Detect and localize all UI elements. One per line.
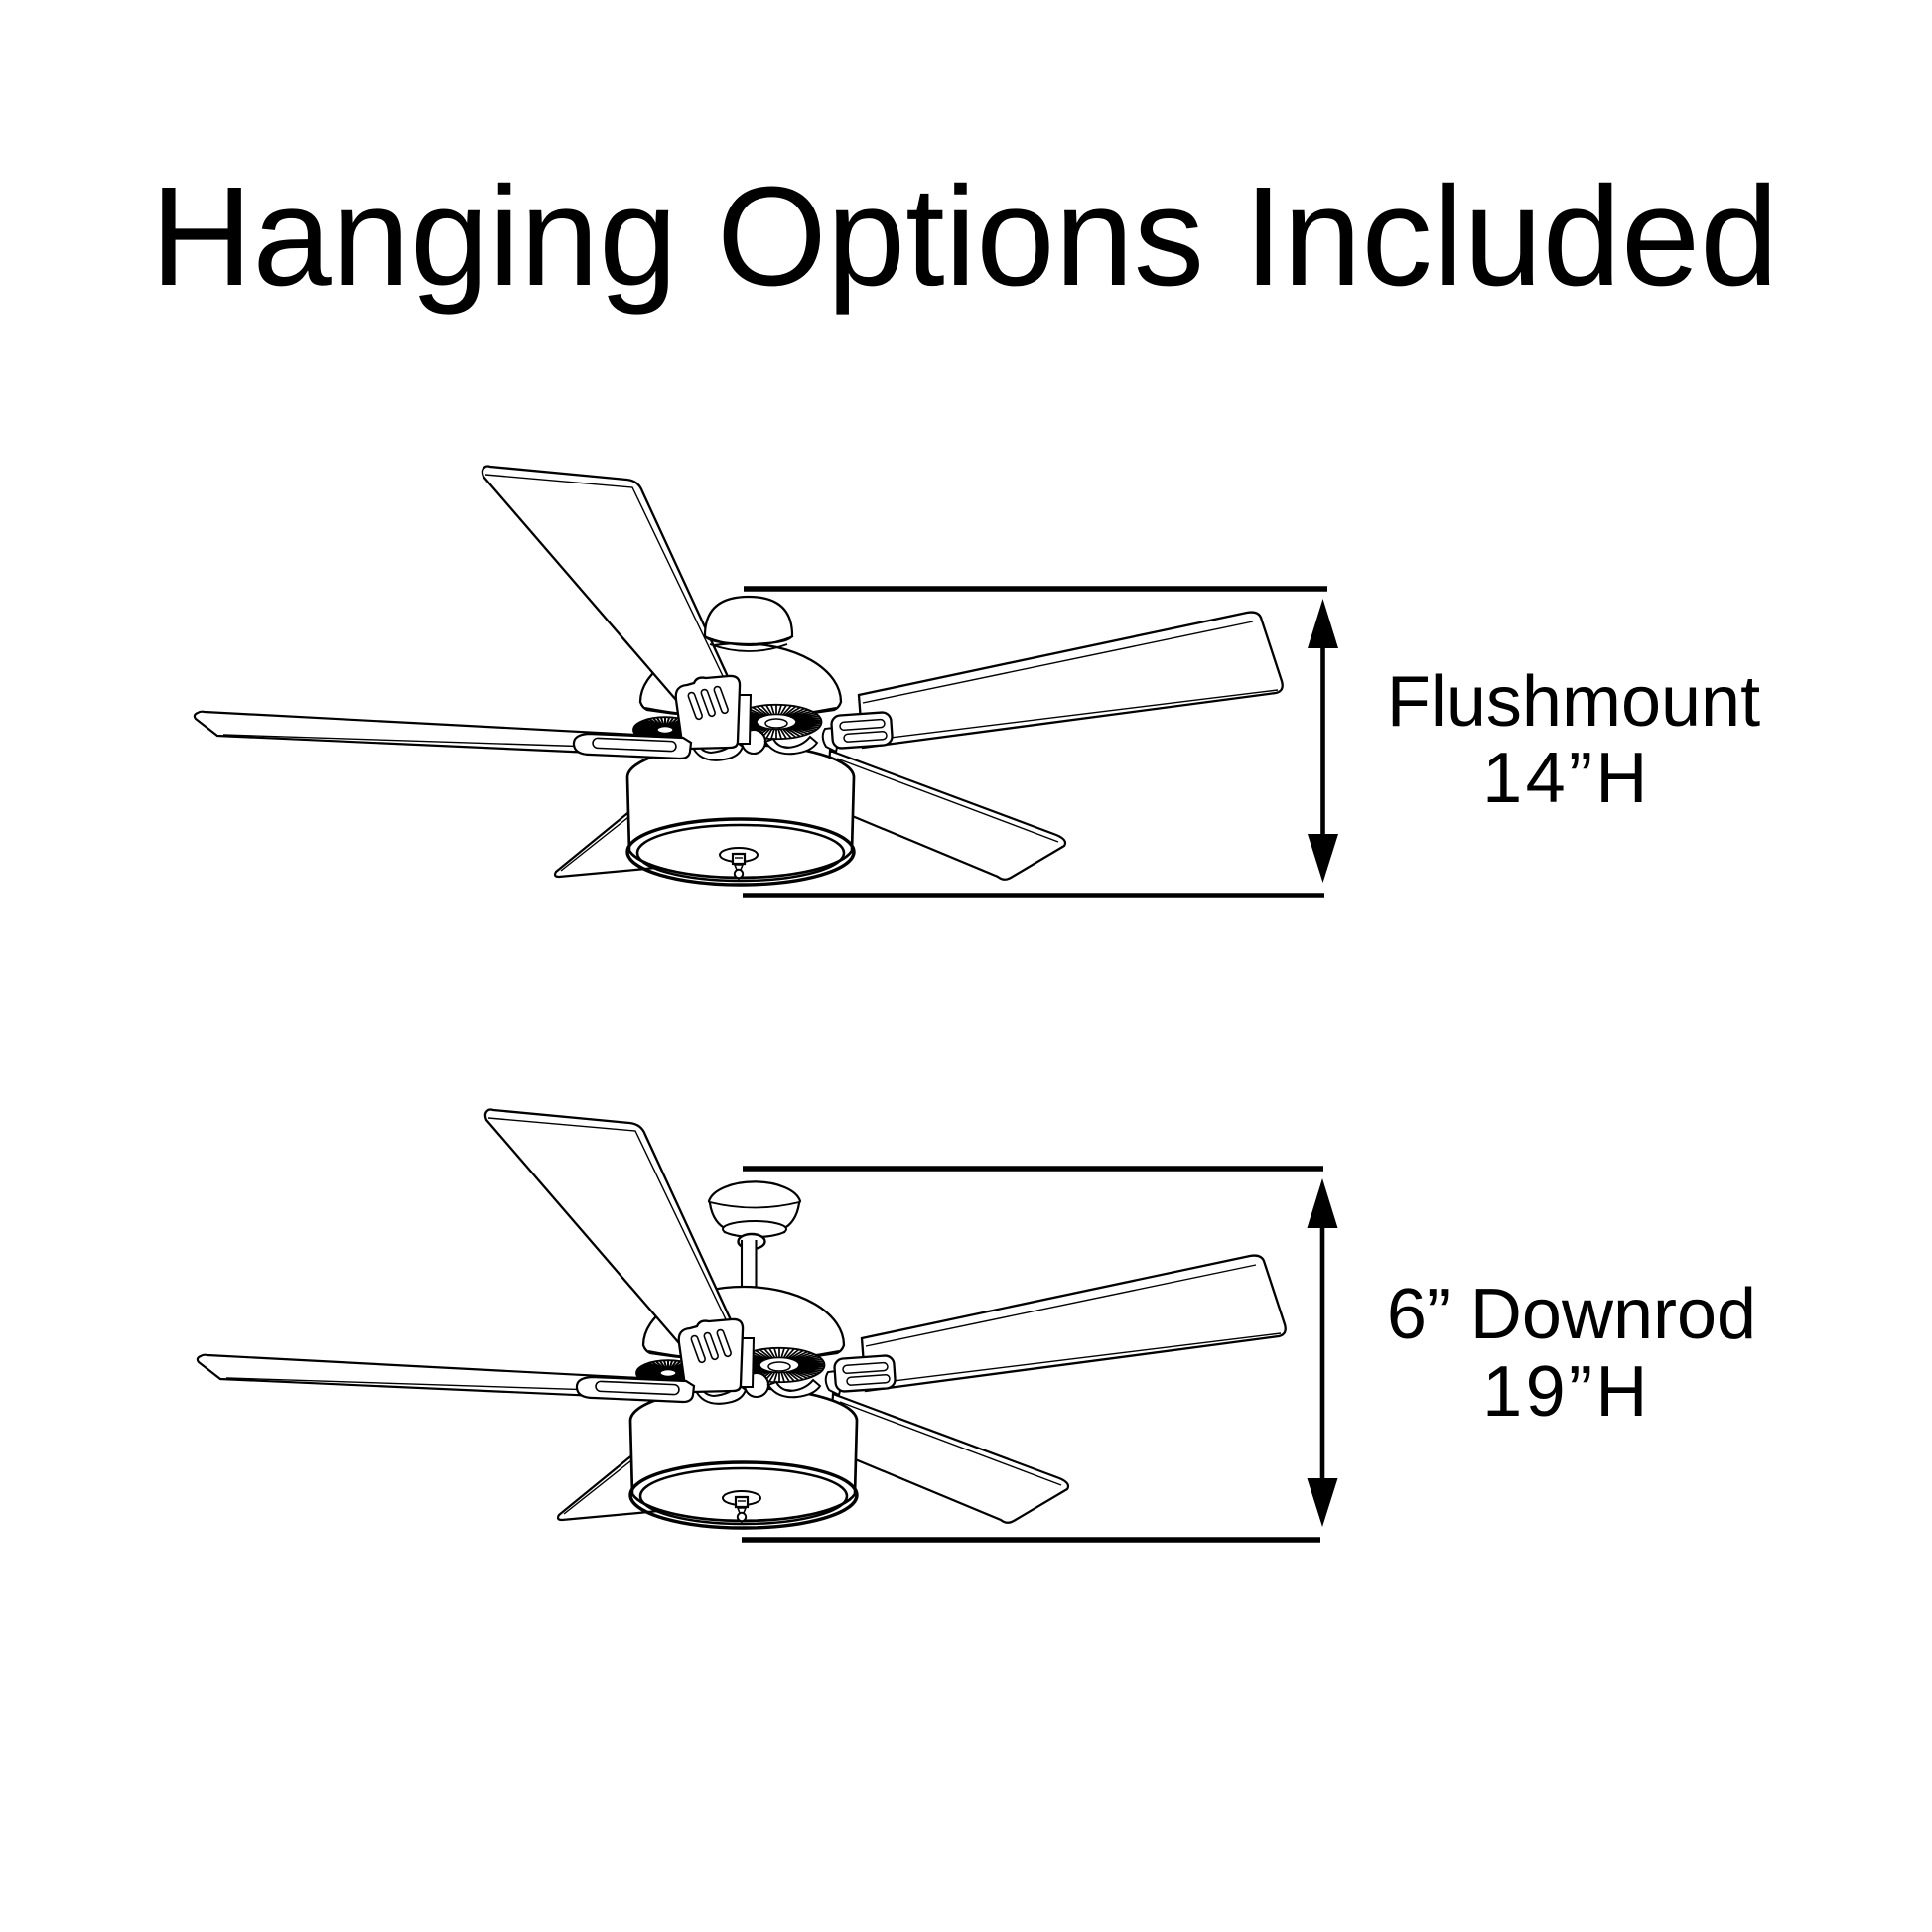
svg-text:6” Downrod: 6” Downrod <box>1387 1275 1756 1354</box>
svg-text:Hanging Options Included: Hanging Options Included <box>151 158 1779 316</box>
svg-text:Flushmount: Flushmount <box>1387 662 1760 742</box>
svg-text:19”H: 19”H <box>1482 1352 1651 1432</box>
svg-text:14”H: 14”H <box>1482 739 1651 818</box>
